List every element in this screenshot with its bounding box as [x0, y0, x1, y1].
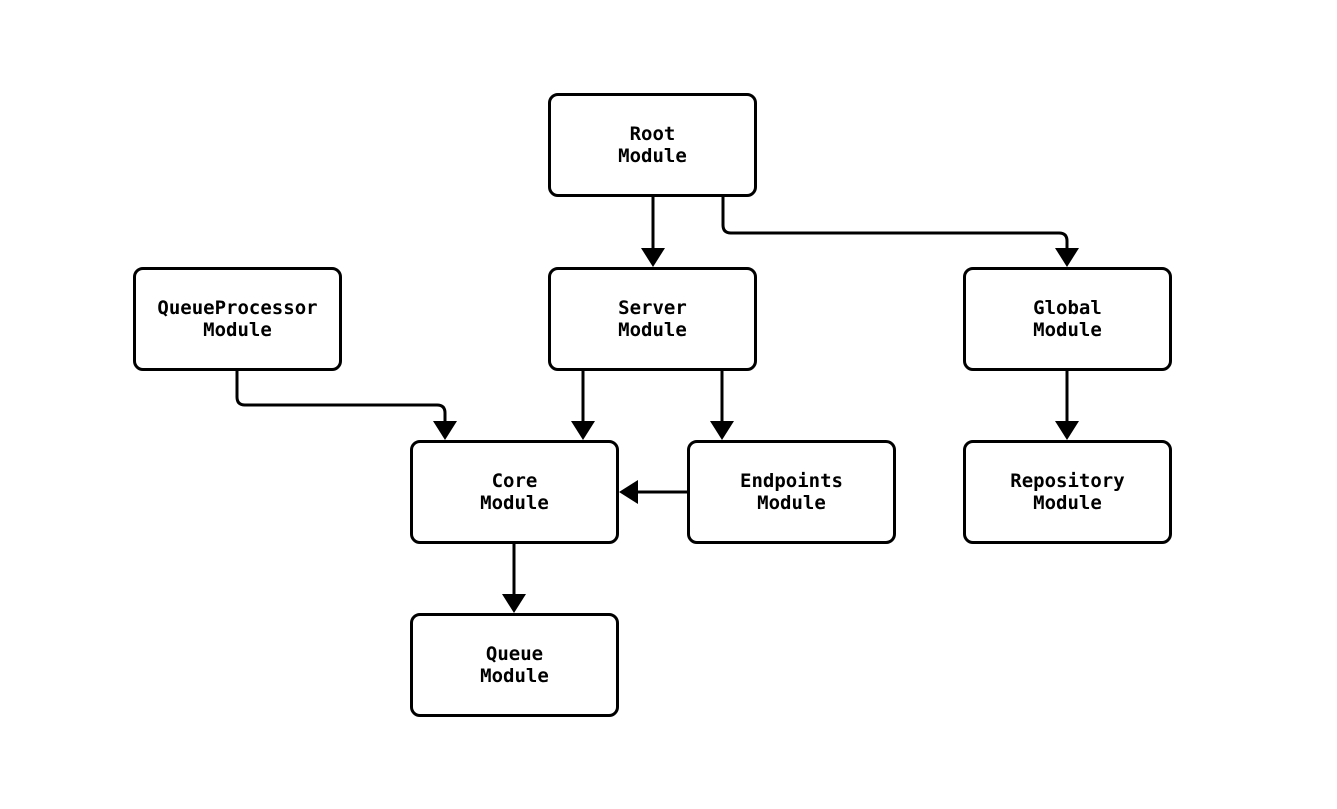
- arrowhead-server-to-core: [571, 421, 595, 440]
- node-endpoints-module-label: Endpoints Module: [740, 470, 843, 514]
- node-global-module-label: Global Module: [1033, 297, 1102, 341]
- node-root-module-label: Root Module: [618, 123, 687, 167]
- edge-core-to-queue: [502, 544, 526, 613]
- node-global-module: Global Module: [963, 267, 1172, 371]
- node-repository-module: Repository Module: [963, 440, 1172, 544]
- node-queueprocessor-module: QueueProcessor Module: [133, 267, 342, 371]
- arrowhead-root-to-server: [641, 248, 665, 267]
- arrowhead-root-to-global: [1055, 248, 1079, 267]
- arrowhead-server-to-endpoints: [710, 421, 734, 440]
- edge-endpoints-to-core: [619, 480, 687, 504]
- arrowhead-global-to-repository: [1055, 421, 1079, 440]
- node-server-module-label: Server Module: [618, 297, 687, 341]
- edge-server-to-endpoints: [710, 371, 734, 440]
- edge-queueprocessor-to-core: [235, 371, 457, 440]
- edge-global-to-repository: [1055, 371, 1079, 440]
- node-queue-module-label: Queue Module: [480, 643, 549, 687]
- node-queue-module: Queue Module: [410, 613, 619, 717]
- node-core-module: Core Module: [410, 440, 619, 544]
- node-endpoints-module: Endpoints Module: [687, 440, 896, 544]
- node-server-module: Server Module: [548, 267, 757, 371]
- arrowhead-endpoints-to-core: [619, 480, 638, 504]
- node-root-module: Root Module: [548, 93, 757, 197]
- node-repository-module-label: Repository Module: [1010, 470, 1125, 514]
- arrowhead-core-to-queue: [502, 594, 526, 613]
- edge-root-to-global: [721, 197, 1079, 267]
- edge-root-to-server: [641, 197, 665, 267]
- node-core-module-label: Core Module: [480, 470, 549, 514]
- edge-server-to-core: [571, 371, 595, 440]
- arrowhead-queueprocessor-to-core: [433, 421, 457, 440]
- node-queueprocessor-module-label: QueueProcessor Module: [157, 297, 318, 341]
